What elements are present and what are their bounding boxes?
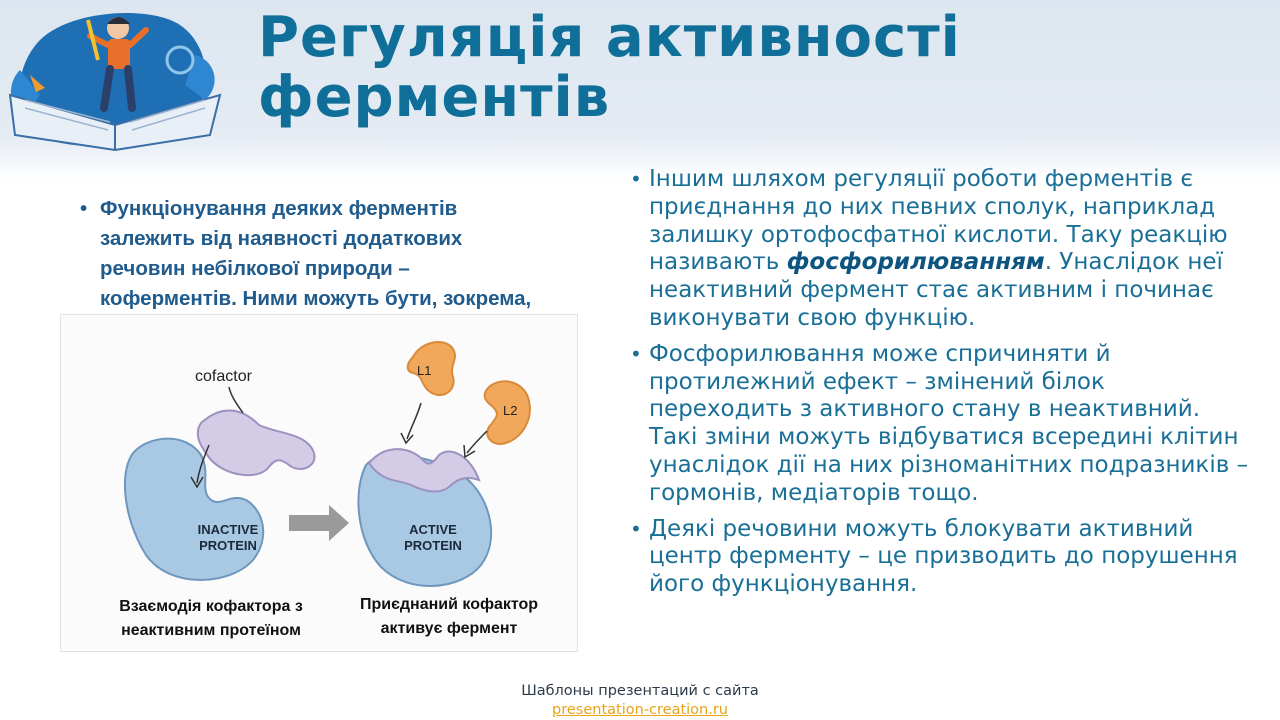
ligand-l2-shape [483, 380, 531, 445]
bullet-text-start: Іншим шляхом регуляції роботи ферментів … [649, 166, 1228, 276]
ligand-l1-label: L1 [417, 363, 431, 378]
ligand-l2-label: L2 [503, 403, 517, 418]
footer-text: Шаблоны презентаций с сайта [521, 683, 759, 699]
right-bullet-list: Іншим шляхом регуляції роботи ферментів … [630, 166, 1250, 607]
bound-cofactor-shape [367, 448, 481, 493]
cofactor-shape [196, 409, 316, 477]
slide-title: Регуляція активності ферментів [258, 5, 961, 130]
cofactor-diagram-graphic: cofactor INACTIVE PROTEIN ACTIVE PROTEIN… [123, 341, 531, 587]
transition-arrow-icon [289, 505, 349, 541]
cofactor-diagram: cofactor INACTIVE PROTEIN ACTIVE PROTEIN… [60, 314, 578, 652]
footer-link[interactable]: presentation-creation.ru [552, 702, 728, 718]
figure-caption-right: Приєднаний кофактор активує фермент [359, 596, 539, 637]
right-bullet-item-blocking: Деякі речовини можуть блокувати активний… [630, 516, 1250, 599]
active-protein-label-1: ACTIVE [409, 522, 457, 537]
ligand-l1-shape [406, 341, 456, 396]
inactive-protein-label-1: INACTIVE [198, 522, 259, 537]
inactive-protein-label-2: PROTEIN [199, 538, 257, 553]
emphasis-term: фосфорилюванням [786, 249, 1045, 276]
cofactor-label: cofactor [195, 368, 253, 385]
logo-student-book-icon [8, 13, 222, 152]
active-protein-label-2: PROTEIN [404, 538, 462, 553]
right-bullet-item-phosphorylation: Іншим шляхом регуляції роботи ферментів … [630, 166, 1250, 333]
figure-caption-left: Взаємодія кофактора з неактивним протеїн… [119, 598, 303, 639]
bullet-text-end: . Унаслідок неї неактивний фермент стає … [649, 249, 1223, 331]
footer: Шаблоны презентаций с сайта presentation… [440, 682, 840, 720]
right-bullet-item-opposite-effect: Фосфорилювання може спричиняти й протиле… [630, 341, 1250, 508]
header-band [0, 0, 1280, 180]
inactive-protein-shape [123, 437, 265, 581]
